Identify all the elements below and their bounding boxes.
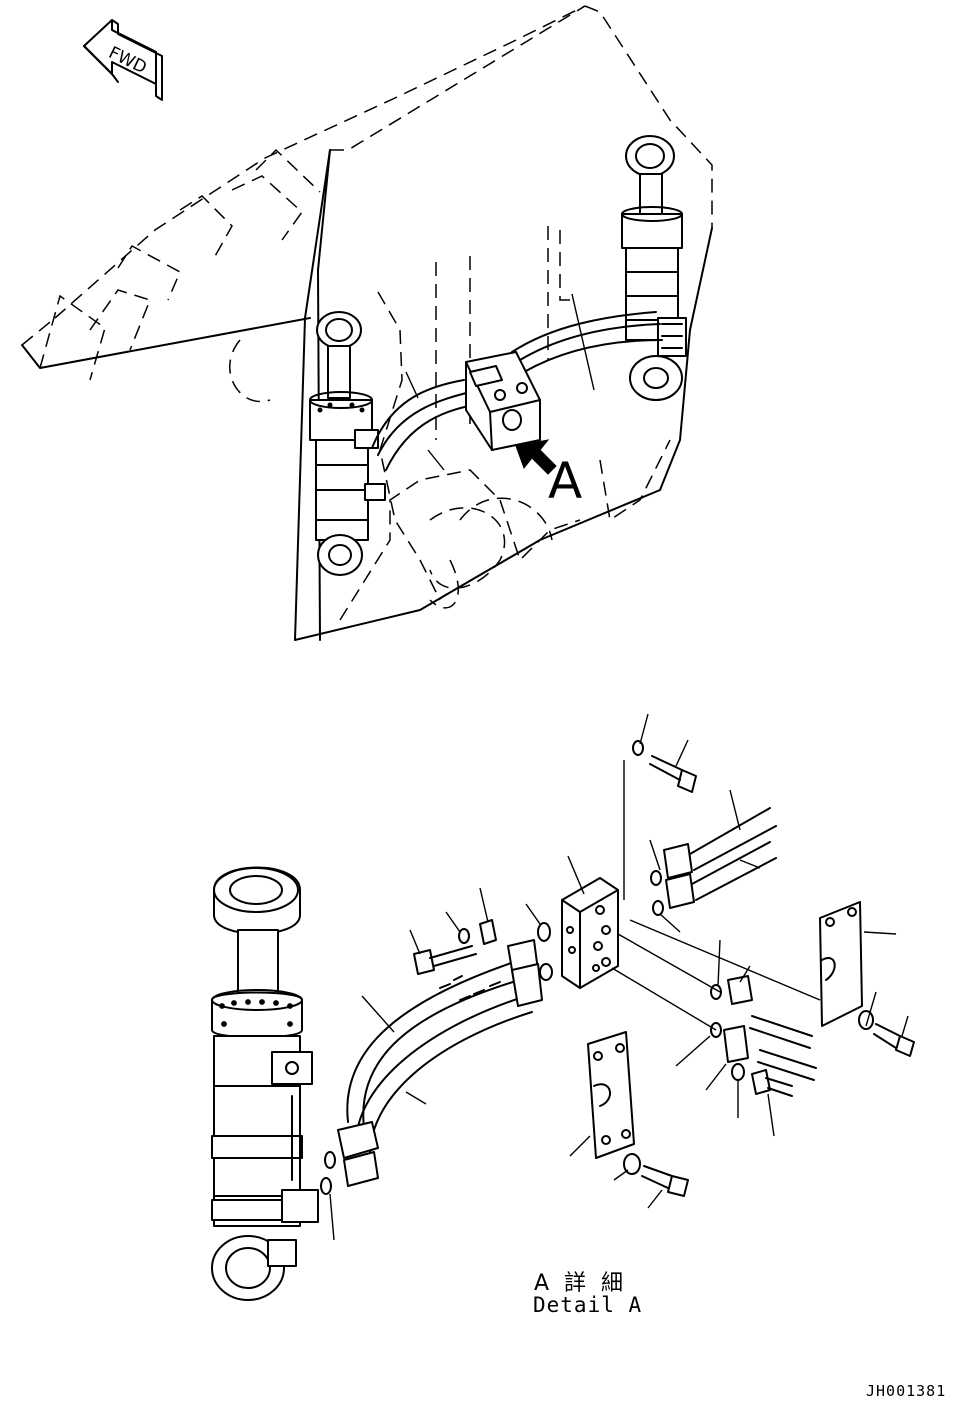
fwd-arrow-icon: FWD <box>83 19 163 101</box>
drawing-number: JH001381 <box>866 1382 947 1400</box>
left-cylinder <box>309 311 386 576</box>
view-a-label: A <box>548 452 583 510</box>
detail-cylinder <box>211 866 319 1301</box>
upper-manifold <box>465 351 541 451</box>
right-cylinder <box>621 135 687 401</box>
leader-lines <box>329 293 909 1241</box>
bucket-body <box>21 5 713 641</box>
detail-title-japanese: A 詳 細 <box>534 1271 628 1296</box>
detail-hoses <box>337 939 543 1187</box>
detail-fasteners <box>320 740 915 1197</box>
detail-title-english: Detail A <box>533 1293 643 1317</box>
detail-manifold <box>561 877 619 989</box>
view-a-arrow-icon <box>515 439 557 475</box>
